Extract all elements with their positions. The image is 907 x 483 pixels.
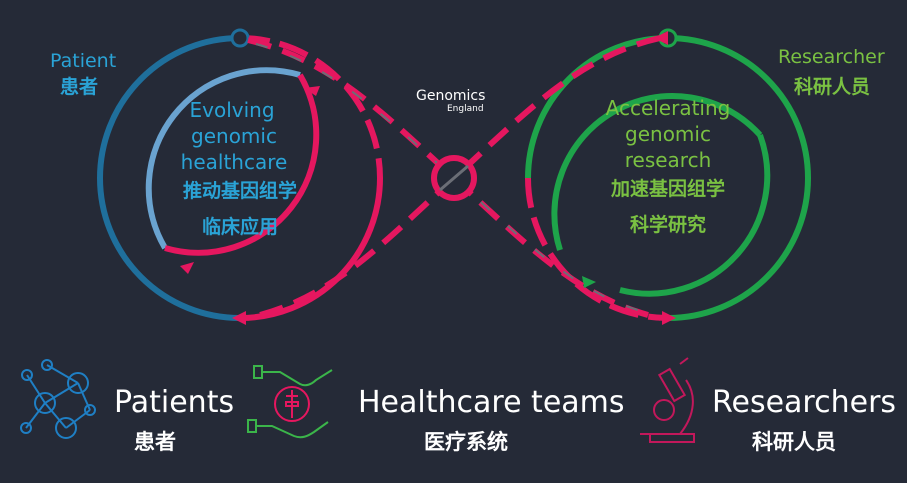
right-outer-arrow: [662, 311, 676, 325]
right-inner-green-arc: [551, 93, 763, 251]
logo-sub: England: [447, 104, 484, 114]
logo-name: Genomics: [416, 88, 486, 104]
left-title-zh-line-1: 推动基因组学: [182, 180, 298, 202]
left-title-line-1: Evolving: [189, 98, 275, 122]
right-role-en: Researcher: [778, 46, 885, 68]
right-outer-green-arc: [667, 35, 811, 321]
left-inner-pink-arc: [164, 73, 320, 256]
left-outer-blue-arc: [97, 35, 241, 321]
left-role-en: Patient: [50, 50, 117, 72]
legend-label-patients-zh: 患者: [134, 430, 176, 454]
cross-arrow-upper-right: [654, 31, 668, 45]
cross-line-bottom-left: [247, 175, 457, 321]
left-role-zh: 患者: [60, 76, 99, 98]
cross-grey-top-left: [255, 43, 455, 179]
right-title-zh-line-2: 科学研究: [629, 214, 707, 236]
network-people-icon: [20, 359, 96, 439]
legend-label-patients: Patients: [114, 385, 235, 420]
left-title-zh-line-2: 临床应用: [201, 216, 279, 238]
right-inner-pink-arc: [619, 133, 771, 297]
legend-label-healthcare: Healthcare teams: [358, 385, 625, 420]
cross-line-top-left: [247, 37, 457, 181]
right-inner-arrow: [582, 276, 596, 288]
cross-line-top-right: [451, 35, 661, 181]
center-node-grey-line: [439, 164, 469, 192]
right-title-zh-line-1: 加速基因组学: [610, 178, 726, 200]
left-inner-blue-arc: [145, 67, 301, 250]
legend-label-researchers-zh: 科研人员: [752, 430, 836, 454]
left-inner-arrow-top: [304, 86, 320, 96]
infinity-crossing: [247, 31, 668, 321]
left-title-line-2: genomic: [191, 124, 277, 148]
left-outer-pink-arc: [239, 35, 383, 179]
right-title-line-1: Accelerating: [605, 96, 731, 120]
left-outer-arrow: [232, 311, 246, 325]
left-title-line-3: healthcare: [180, 150, 288, 174]
legend-label-healthcare-zh: 医疗系统: [424, 430, 508, 454]
hands-medical-cross-icon: [247, 365, 333, 439]
legend-label-researchers: Researchers: [712, 385, 897, 420]
left-top-node: [230, 28, 250, 48]
left-inner-arrow-bottom: [180, 262, 194, 274]
right-role-zh: 科研人员: [794, 76, 871, 98]
right-title-line-3: research: [624, 148, 712, 172]
microscope-icon: [640, 357, 695, 443]
right-title-line-2: genomic: [625, 122, 711, 146]
